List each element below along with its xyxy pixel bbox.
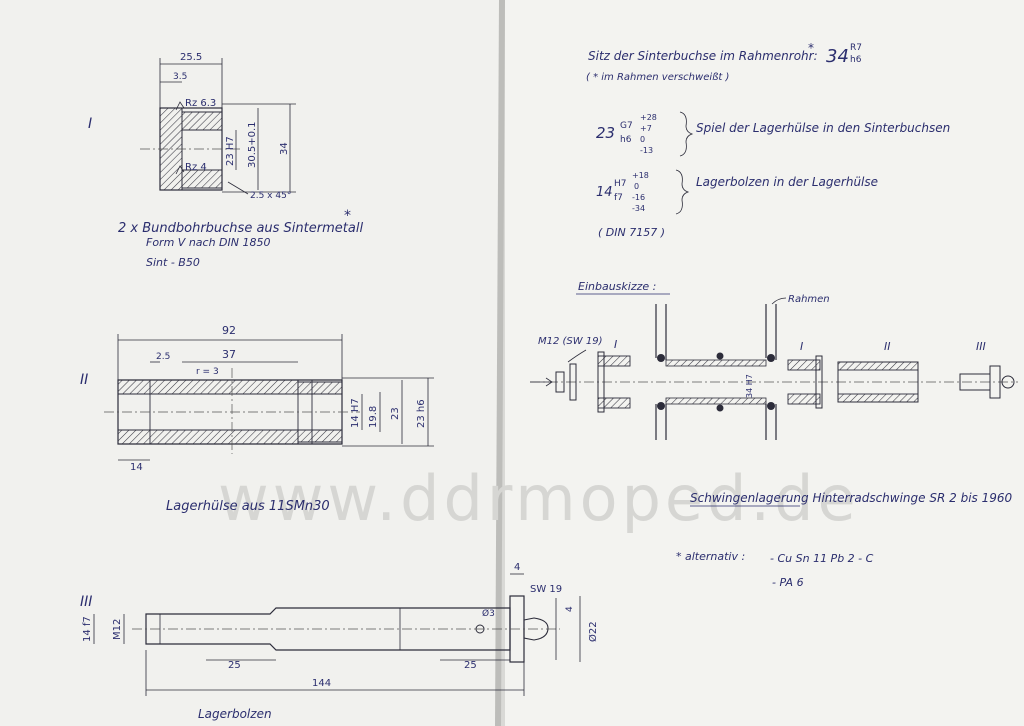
sketch-leader-rahmen <box>771 297 787 305</box>
fit-1-dev1: +28 <box>640 113 657 122</box>
part-iii-od: Ø22 <box>587 621 599 642</box>
part-i-roman: I <box>88 116 92 132</box>
part-ii-d3: 23 <box>390 407 401 420</box>
part-i-flange-d: 30.5+0.1 <box>247 121 258 168</box>
part-ii-roman: II <box>80 372 88 388</box>
install-sketch <box>530 304 1018 440</box>
part-i-caption-mark: * <box>344 208 351 224</box>
part-iii-len2: 25 <box>464 660 477 671</box>
part-ii-mid: 37 <box>222 348 236 361</box>
fit-1-dev4: -13 <box>640 146 653 155</box>
part-iii-roman: III <box>80 594 92 610</box>
part-iii-hole: Ø3 <box>482 608 495 619</box>
sketch-label-i-left: I <box>614 338 617 351</box>
main-title: Schwingenlagerung Hinterradschwinge SR 2… <box>690 491 1012 505</box>
part-iii-h: 4 <box>565 606 575 612</box>
part-i-bore: 23 H7 <box>225 136 236 166</box>
sketch-title: Einbauskizze : <box>578 280 656 293</box>
part-iii-caption: Lagerbolzen <box>198 707 272 721</box>
part-iii-sw: SW 19 <box>530 584 562 595</box>
fit-2-dev3: -16 <box>632 193 645 202</box>
part-ii-groove: 2.5 <box>156 352 170 362</box>
part-i-drawing: I 25.5 3.5 Rz 6.3 Rz 4 23 H7 30.5+0.1 34… <box>88 52 296 201</box>
left-paper <box>0 0 500 726</box>
sketch-label-rahmen: Rahmen <box>788 294 830 305</box>
part-ii-d2: 19.8 <box>368 406 379 428</box>
sketch-label-mid: 34 H7 <box>745 374 754 398</box>
seat-mark: * <box>808 41 814 55</box>
part-i-flange: 3.5 <box>173 72 187 82</box>
fit-1-dev2: +7 <box>640 124 652 133</box>
part-i-od: 34 <box>279 142 290 155</box>
alt-label: * alternativ : <box>676 550 745 563</box>
part-i-rz-top: Rz 6.3 <box>185 98 216 109</box>
sketch-label-ii: II <box>884 340 891 353</box>
fit-2-dev2: 0 <box>634 182 639 191</box>
part-i-rz-bot: Rz 4 <box>185 162 207 173</box>
din-ref: ( DIN 7157 ) <box>598 226 665 239</box>
seat-line: Sitz der Sinterbuchse im Rahmenrohr: <box>588 49 818 63</box>
part-iii-d-left2: M12 <box>112 619 123 640</box>
part-ii-caption: Lagerhülse aus 11SMn30 <box>166 499 330 514</box>
part-iii-head: 4 <box>514 562 520 573</box>
part-iii-drawing: III 4 SW 19 Ø3 4 Ø22 14 f7 M12 25 25 144 <box>80 562 599 696</box>
sketch-label-i-right: I <box>800 340 803 353</box>
fit-1-desc: Spiel der Lagerhülse in den Sinterbuchse… <box>696 121 950 135</box>
seat-note: ( * im Rahmen verschweißt ) <box>586 72 729 83</box>
fit-1-nom: 23 <box>596 124 615 142</box>
part-ii-len: 92 <box>222 324 236 337</box>
fit-2-dev4: -34 <box>632 204 645 213</box>
part-i-caption-3: Sint - B50 <box>146 256 200 269</box>
alt-1: - Cu Sn 11 Pb 2 - C <box>770 552 874 565</box>
seat-value: 34 <box>826 46 849 67</box>
part-i-caption-2: Form V nach DIN 1850 <box>146 236 270 249</box>
part-i-len: 25.5 <box>180 52 202 63</box>
fit-2-tol-b: f7 <box>614 193 623 203</box>
part-ii-radius: r = 3 <box>196 367 219 377</box>
fit-1-tol-a: G7 <box>620 121 633 131</box>
alt-2: - PA 6 <box>772 576 804 589</box>
part-iii-d-left1: 14 f7 <box>82 616 93 642</box>
fit-1-tol-b: h6 <box>620 135 632 145</box>
fit-2-nom: 14 <box>596 185 613 200</box>
fit-2-desc: Lagerbolzen in der Lagerhülse <box>696 175 878 189</box>
seat-tol-top: R7 <box>850 43 862 53</box>
part-ii-end: 14 <box>130 462 143 473</box>
fit-2-tol-a: H7 <box>614 179 627 189</box>
part-ii-drawing: II 92 2.5 37 r = 3 14 14 H7 19.8 23 23 h… <box>80 324 434 473</box>
part-i-caption-1: 2 x Bundbohrbuchse aus Sintermetall <box>118 221 363 236</box>
watermark: www.ddrmoped.de <box>218 462 860 535</box>
fit-1-dev3: 0 <box>640 135 645 144</box>
part-ii-d4: 23 h6 <box>416 399 427 428</box>
fit-2: 14 H7 f7 +18 0 -16 -34 Lagerbolzen in de… <box>596 169 878 215</box>
part-ii-d1: 14 H7 <box>350 398 361 428</box>
part-iii-total: 144 <box>312 678 331 689</box>
page-fold <box>495 0 505 726</box>
sketch-label-iii: III <box>976 340 986 353</box>
sketch-label-m12: M12 (SW 19) <box>538 336 602 347</box>
fit-2-dev1: +18 <box>632 171 649 180</box>
part-i-chamfer: 2.5 x 45° <box>250 191 291 201</box>
fit-1: 23 G7 h6 +28 +7 0 -13 Spiel der Lagerhül… <box>596 111 950 157</box>
seat-tol-bot: h6 <box>850 55 862 65</box>
part-iii-len1: 25 <box>228 660 241 671</box>
